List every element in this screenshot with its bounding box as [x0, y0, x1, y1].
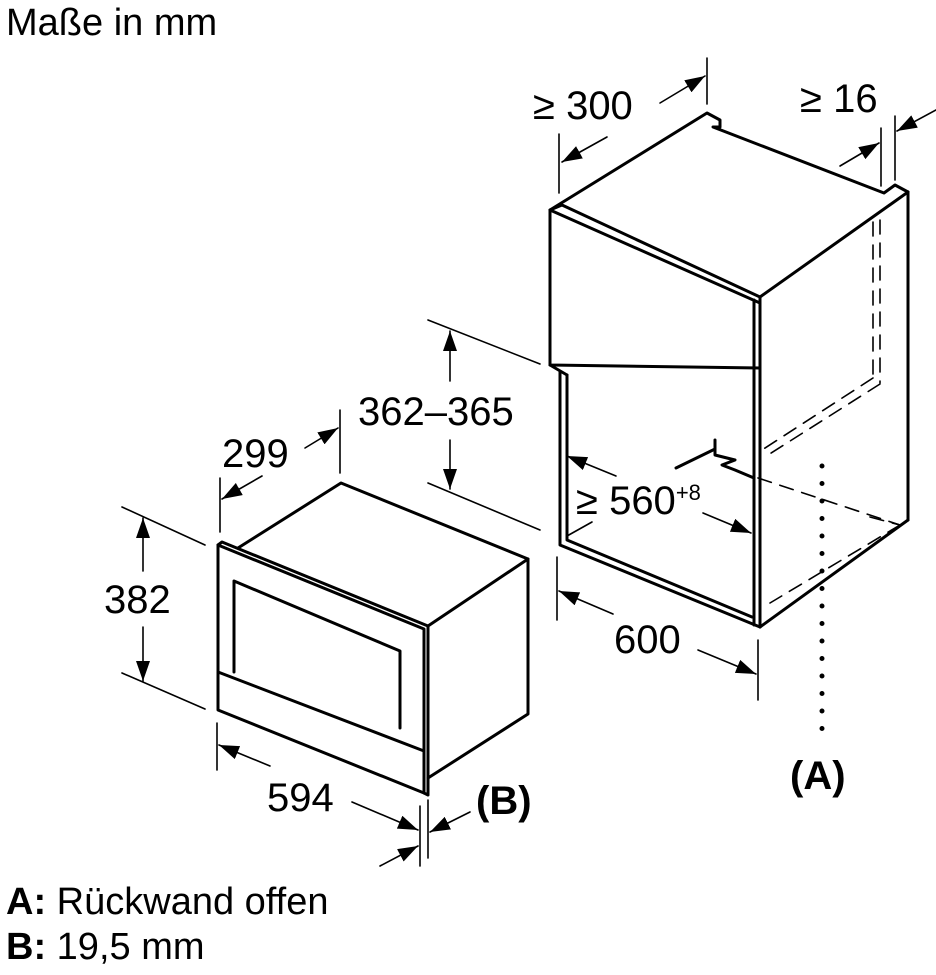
dim-niche-width: [566, 455, 752, 537]
cabinet-front-panel: [548, 208, 762, 370]
label-appliance-width: 594: [267, 776, 334, 820]
legend-item-b: B: 19,5 mm: [6, 925, 205, 969]
dim-niche-depth: [558, 57, 708, 194]
label-niche-height: 362–365: [358, 390, 514, 434]
units-title: Maße in mm: [6, 2, 218, 44]
cabinet-top-edge: [548, 111, 910, 212]
dim-cabinet-width: [556, 556, 759, 701]
label-niche-width: ≥ 560+8: [576, 479, 701, 523]
label-cabinet-width: 600: [614, 618, 681, 662]
dim-appliance-depth: [219, 409, 341, 533]
dim-niche-height: [427, 319, 541, 531]
dim-appliance-width: [216, 722, 419, 831]
dim-b-offset: [379, 799, 471, 867]
legend-text-b: 19,5 mm: [56, 926, 205, 968]
callout-a: (A): [790, 754, 846, 798]
label-appliance-depth: 299: [222, 432, 289, 476]
cabinet-drawing: [548, 111, 910, 629]
label-niche-depth: ≥ 300: [533, 84, 633, 128]
callout-b: (B): [476, 779, 532, 823]
appliance-drawing: [216, 481, 530, 797]
niche-width-value: ≥ 560: [576, 479, 676, 523]
niche-width-tolerance: +8: [676, 480, 701, 505]
dim-appliance-height: [121, 506, 206, 710]
label-appliance-height: 382: [104, 578, 171, 622]
dim-rear-gap: [839, 109, 936, 187]
legend-text-a: Rückwand offen: [56, 881, 329, 923]
legend-item-a: A: Rückwand offen: [6, 880, 328, 924]
legend-key-a: A:: [6, 881, 47, 923]
label-rear-gap: ≥ 16: [800, 77, 878, 121]
legend-key-b: B:: [6, 926, 47, 968]
